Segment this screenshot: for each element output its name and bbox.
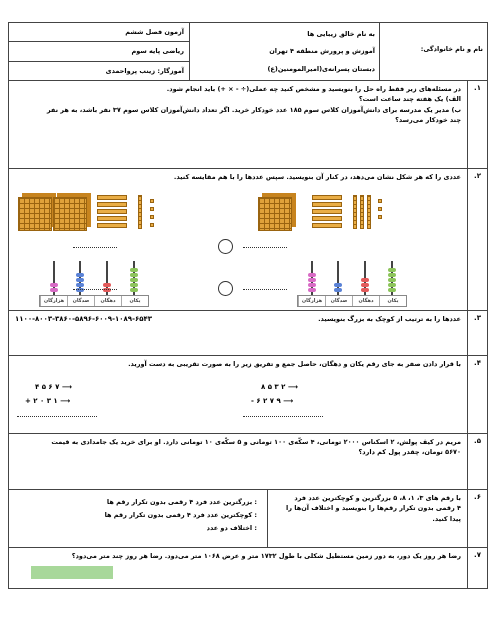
question-number: ۵. bbox=[467, 434, 487, 489]
left-bottom-number: + ۲ ۰ ۳ ۱ ⟶ bbox=[25, 397, 71, 405]
thousand-cube bbox=[53, 197, 87, 231]
hundred-flat bbox=[97, 195, 127, 200]
question-5: ۵. مریم در کیف پولش، ۲ اسکناس ۲۰۰۰ تومان… bbox=[9, 434, 487, 490]
exam-info-cell: آزمون فصل ششم ریاضی پایه سوم آموزگار: زی… bbox=[9, 23, 189, 80]
question-number: ۱. bbox=[467, 81, 487, 168]
ten-rod bbox=[353, 195, 357, 229]
question-text: رضا هر روز یک دور، به دور زمین مستطیل شک… bbox=[9, 548, 467, 588]
school-cell: به نام خالق زیبایی ها آموزش و پرورش منطق… bbox=[189, 23, 379, 80]
compare-circle[interactable] bbox=[218, 239, 233, 254]
question-text: مریم در کیف پولش، ۲ اسکناس ۲۰۰۰ تومانی، … bbox=[9, 434, 467, 489]
abacus: یکان دهگان صدگان هزارگان bbox=[39, 257, 149, 307]
q6-line: پیدا کنید. bbox=[432, 514, 461, 523]
question-number: ۶. bbox=[467, 490, 487, 547]
question-6: ۶. با رقم های ۳، ۱، ۸، ۵ بزرگترین و کوچک… bbox=[9, 490, 487, 548]
q6-prompt: با رقم های ۳، ۱، ۸، ۵ بزرگترین و کوچکتری… bbox=[267, 490, 467, 547]
abacus-label: صدگان bbox=[67, 296, 94, 306]
abacus: یکان دهگان صدگان هزارگان bbox=[297, 257, 407, 307]
abacus-label: صدگان bbox=[325, 296, 352, 306]
hundred-flat bbox=[97, 209, 127, 214]
q1-line: ب) مدیر یک مدرسه برای دانش‌آموزان کلاس س… bbox=[46, 105, 461, 114]
abacus-label: یکان bbox=[121, 296, 148, 306]
right-top-number: ۸ ۵ ۳ ۲ ⟶ bbox=[261, 383, 298, 391]
header: نام و نام خانوادگی: به نام خالق زیبایی ه… bbox=[9, 23, 487, 81]
thousand-cube bbox=[18, 197, 52, 231]
ten-rod bbox=[360, 195, 364, 229]
q6-line: با رقم های ۳، ۱، ۸، ۵ بزرگترین و کوچکتری… bbox=[294, 494, 461, 502]
compare-circle[interactable] bbox=[218, 281, 233, 296]
abacus-label: یکان bbox=[379, 296, 406, 306]
hundred-flat bbox=[97, 216, 127, 221]
unit-cube bbox=[378, 207, 382, 211]
unit-cube bbox=[150, 215, 154, 219]
question-number: ۳. bbox=[467, 311, 487, 355]
unit-cube bbox=[150, 199, 154, 203]
q5-line: ۵۶۷۰ تومان، چقدر پول کم دارد؟ bbox=[358, 448, 462, 457]
ten-rod bbox=[138, 195, 142, 229]
hundred-flat bbox=[312, 202, 342, 207]
teacher: آموزگار: زینب پرواحمدی bbox=[105, 66, 184, 75]
hundred-flat bbox=[312, 216, 342, 221]
question-4: ۴. با قرار دادن صفر به جای رقم یکان و ده… bbox=[9, 356, 487, 434]
hundred-flat bbox=[312, 223, 342, 228]
q5-line: مریم در کیف پولش، ۲ اسکناس ۲۰۰۰ تومانی، … bbox=[51, 438, 461, 446]
abacus-label: دهگان bbox=[352, 296, 379, 306]
answer-blank[interactable] bbox=[243, 289, 287, 290]
q6-answers: : بزرگترین عدد فرد ۴ رقمی بدون تکرار رقم… bbox=[9, 490, 267, 547]
answer-blank[interactable] bbox=[73, 247, 117, 248]
education-district: آموزش و پرورش منطقه ۴ تهران bbox=[269, 47, 375, 56]
q6-line: ۴ رقمی بدون تکرار رقم‌ها را بنویسید و اخ… bbox=[286, 504, 461, 513]
largest-number-field[interactable]: : بزرگترین عدد فرد ۴ رقمی بدون تکرار رقم… bbox=[106, 498, 257, 506]
unit-cube bbox=[150, 223, 154, 227]
question-number: ۴. bbox=[467, 356, 487, 433]
number-sequence: ۱۱۰۰-۸۰۰۳-۳۸۶۰-۵۸۹۶-۶۰۰۹-۱۰۸۹-۶۵۴۳ bbox=[15, 315, 153, 323]
unit-cube bbox=[150, 207, 154, 211]
q1-line: چند خودکار می‌رسد؟ bbox=[395, 116, 461, 125]
abacus-label: دهگان bbox=[94, 296, 121, 306]
q1-line: در مسئله‌های زیر فقط راه حل را بنویسید و… bbox=[166, 85, 461, 93]
answer-blank[interactable] bbox=[243, 247, 287, 248]
answer-blank[interactable] bbox=[73, 289, 117, 290]
question-text: در مسئله‌های زیر فقط راه حل را بنویسید و… bbox=[9, 81, 467, 168]
question-text: با رقم های ۳، ۱، ۸، ۵ بزرگترین و کوچکتری… bbox=[9, 490, 467, 547]
smallest-number-field[interactable]: : کوچکترین عدد فرد ۴ رقمی بدون تکرار رقم… bbox=[104, 511, 257, 519]
hundred-flat bbox=[312, 195, 342, 200]
right-bottom-number: - ۶ ۲ ۷ ۹ ⟶ bbox=[251, 397, 294, 405]
ten-rod bbox=[367, 195, 371, 229]
q2-line: عددی را که هر شکل نشان می‌دهد، در کنار آ… bbox=[173, 173, 461, 181]
school-title: به نام خالق زیبایی ها bbox=[307, 29, 375, 38]
q4-line: با قرار دادن صفر به جای رقم یکان و دهگان… bbox=[128, 360, 461, 368]
q3-line: عددها را به ترتیب از کوچک به بزرگ بنویسی… bbox=[318, 315, 461, 323]
q7-line: رضا هر روز یک دور، به دور زمین مستطیل شک… bbox=[71, 552, 461, 560]
question-number: ۲. bbox=[467, 169, 487, 310]
question-text: عددها را به ترتیب از کوچک به بزرگ بنویسی… bbox=[9, 311, 467, 355]
difference-field[interactable]: : اختلاف دو عدد bbox=[206, 524, 257, 532]
name-label: نام و نام خانوادگی: bbox=[420, 45, 483, 53]
answer-line[interactable] bbox=[243, 416, 323, 417]
hundred-flat bbox=[312, 209, 342, 214]
question-3: ۳. عددها را به ترتیب از کوچک به بزرگ بنو… bbox=[9, 311, 487, 356]
exam-sheet: نام و نام خانوادگی: به نام خالق زیبایی ه… bbox=[8, 22, 488, 589]
unit-cube bbox=[378, 199, 382, 203]
left-top-number: ۴ ۵ ۶ ۷ ⟶ bbox=[35, 383, 72, 391]
school-name: دبستان پسرانه‌ی(امیرالمومنین(ع) bbox=[267, 65, 375, 74]
question-1: ۱. در مسئله‌های زیر فقط راه حل را بنویسی… bbox=[9, 81, 487, 169]
hundred-flat bbox=[97, 223, 127, 228]
question-text: با قرار دادن صفر به جای رقم یکان و دهگان… bbox=[9, 356, 467, 433]
name-cell: نام و نام خانوادگی: bbox=[379, 23, 487, 80]
unit-cube bbox=[378, 215, 382, 219]
question-7: ۷. رضا هر روز یک دور، به دور زمین مستطیل… bbox=[9, 548, 487, 588]
abacus-label: هزارگان bbox=[40, 296, 67, 306]
exam-title: آزمون فصل ششم bbox=[9, 23, 189, 43]
green-answer-box[interactable] bbox=[31, 566, 113, 579]
thousand-cube bbox=[258, 197, 292, 231]
abacus-label: هزارگان bbox=[298, 296, 325, 306]
answer-line[interactable] bbox=[17, 416, 97, 417]
question-text: عددی را که هر شکل نشان می‌دهد، در کنار آ… bbox=[9, 169, 467, 310]
hundred-flat bbox=[97, 202, 127, 207]
question-number: ۷. bbox=[467, 548, 487, 588]
subject: ریاضی پایه سوم bbox=[9, 42, 189, 62]
q1-line: الف) یک هفته چند ساعت است؟ bbox=[358, 95, 461, 104]
question-2: ۲. عددی را که هر شکل نشان می‌دهد، در کنا… bbox=[9, 169, 487, 311]
